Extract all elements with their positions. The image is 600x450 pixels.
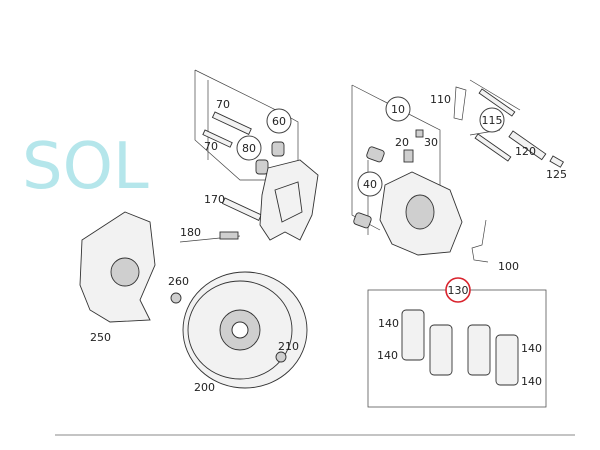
bracket-group-lines: [194, 69, 521, 235]
wear-spring-100: [471, 219, 489, 263]
highlight-circle-130: [445, 277, 471, 303]
label-100: 100: [498, 260, 519, 273]
label-170: 170: [204, 193, 225, 206]
label-60: 60: [272, 115, 286, 128]
label-130: 130: [448, 284, 469, 297]
label-120: 120: [515, 145, 536, 158]
label-70-bottom: 70: [204, 140, 218, 153]
bolts: [202, 88, 565, 221]
guide-bushings: [255, 129, 424, 229]
label-115: 115: [482, 114, 503, 127]
caliper-bracket: [259, 159, 319, 241]
brake-disc: [182, 271, 308, 389]
brake-pads: [401, 309, 519, 386]
nut-260: [170, 292, 182, 304]
label-140-b: 140: [377, 349, 398, 362]
label-180: 180: [180, 226, 201, 239]
label-140-d: 140: [521, 375, 542, 388]
label-260: 260: [168, 275, 189, 288]
label-80: 80: [242, 142, 256, 155]
label-20: 20: [395, 136, 409, 149]
callout-circles: [236, 96, 505, 303]
label-250: 250: [90, 331, 111, 344]
pad-clip-110: [453, 86, 467, 121]
screw-210: [275, 351, 287, 363]
label-140-c: 140: [521, 342, 542, 355]
label-40: 40: [363, 178, 377, 191]
label-200: 200: [194, 381, 215, 394]
label-210: 210: [278, 340, 299, 353]
label-140-a: 140: [378, 317, 399, 330]
label-70-top: 70: [216, 98, 230, 111]
label-110: 110: [430, 93, 451, 106]
label-10: 10: [391, 103, 405, 116]
watermark: SOL: [22, 130, 149, 204]
label-125: 125: [546, 168, 567, 181]
label-30: 30: [424, 136, 438, 149]
